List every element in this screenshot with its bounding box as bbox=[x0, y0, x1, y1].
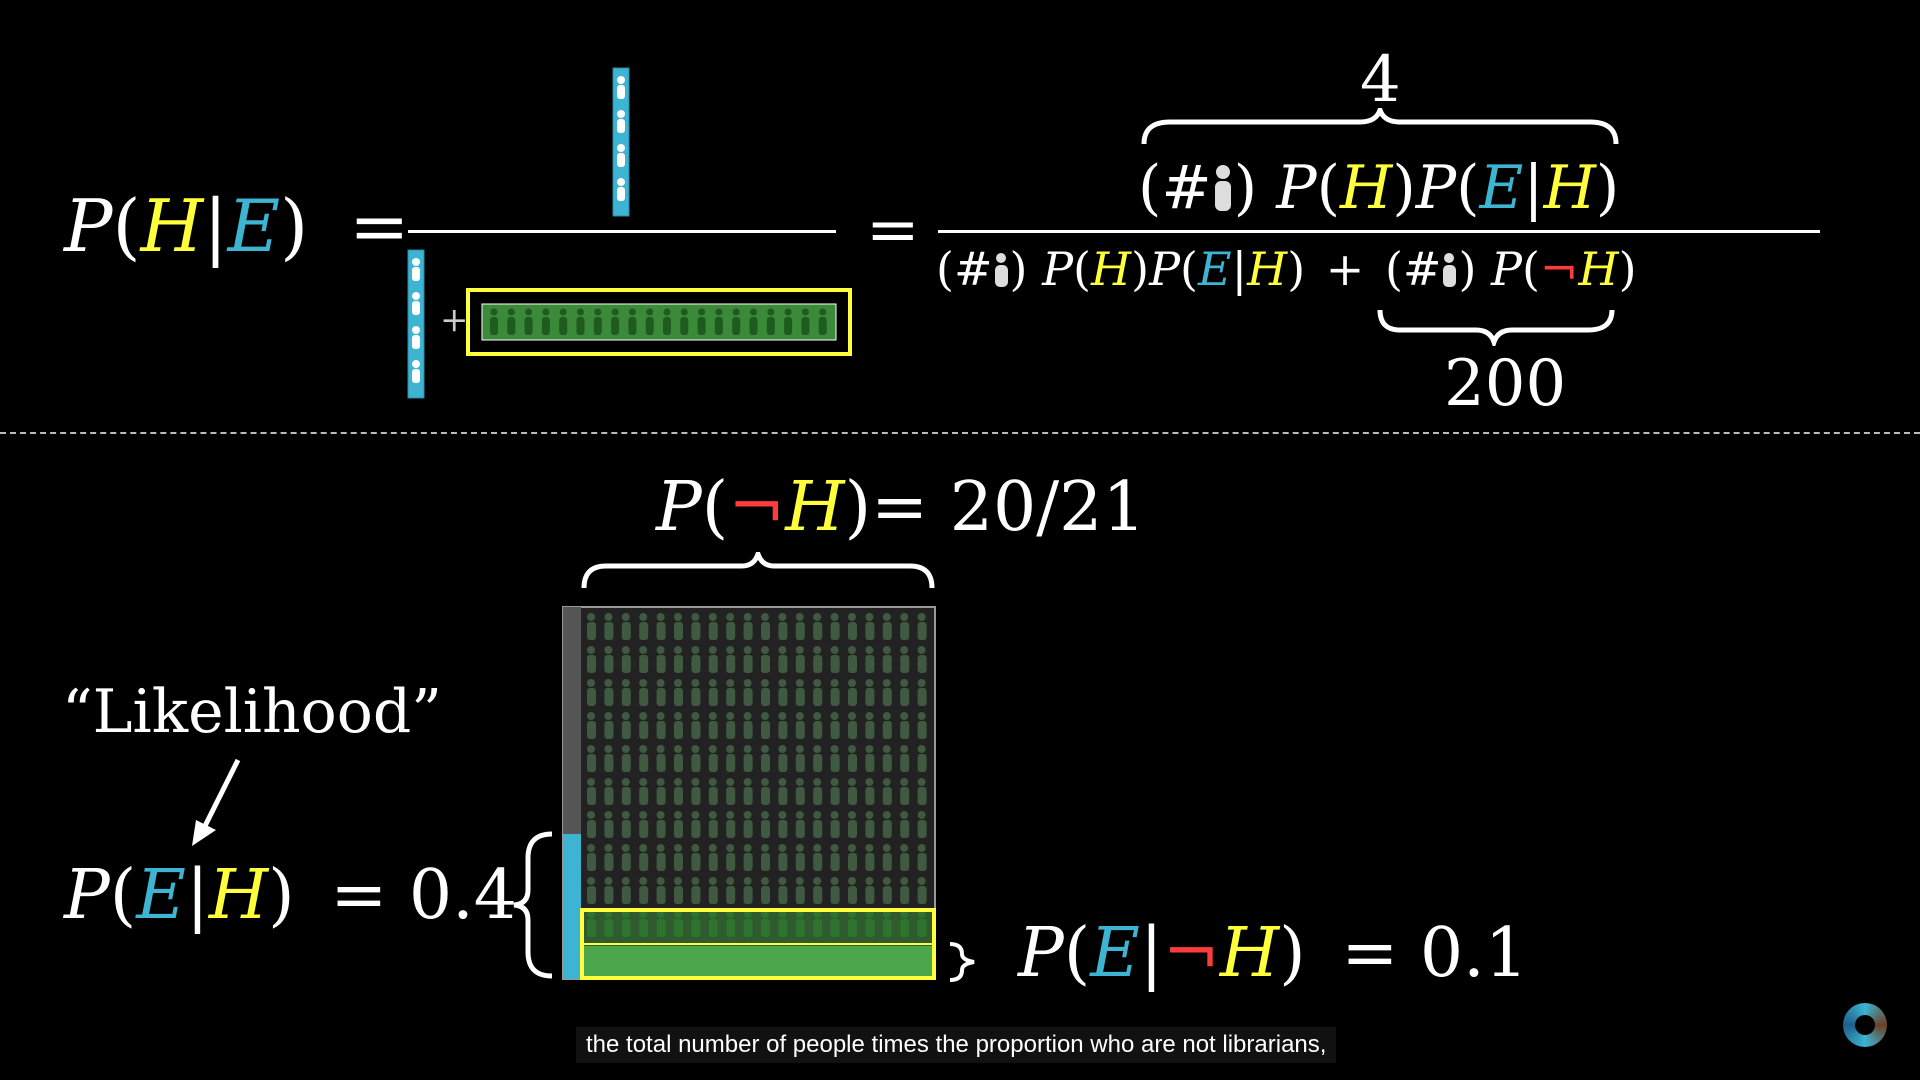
symbol-P: P bbox=[656, 468, 702, 547]
symbol-E: E bbox=[227, 184, 281, 268]
paren: ( bbox=[1316, 153, 1340, 223]
symbol-P: P bbox=[1276, 153, 1317, 223]
symbol-H: H bbox=[1339, 153, 1393, 223]
paren: ) bbox=[1233, 153, 1258, 223]
bar: | bbox=[1523, 153, 1544, 223]
population-grid bbox=[562, 606, 936, 980]
numerator-formula: (#) P(H)P(E|H) bbox=[1138, 158, 1619, 218]
negation: ¬ bbox=[1162, 914, 1220, 993]
paren: ) bbox=[1392, 153, 1416, 223]
symbol-H: H bbox=[1090, 242, 1132, 296]
symbol-E: E bbox=[136, 856, 186, 935]
fraction-line-2 bbox=[938, 230, 1820, 233]
brace-top-value: 4 bbox=[1360, 43, 1401, 117]
symbol-H: H bbox=[785, 468, 845, 547]
paren: ( bbox=[1456, 153, 1480, 223]
value: = 0.4 bbox=[330, 856, 518, 935]
lhs-formula: P(H|E) = bbox=[64, 190, 409, 262]
paren: ) bbox=[1131, 242, 1150, 296]
symbol-P: P bbox=[1042, 242, 1074, 296]
person-icon bbox=[993, 249, 1010, 287]
person-icon bbox=[1441, 249, 1458, 287]
people-fraction-graphic bbox=[407, 67, 852, 399]
symbol-H: H bbox=[1578, 242, 1619, 296]
symbol-P: P bbox=[1415, 153, 1457, 223]
brace-bottom-value: 200 bbox=[1444, 347, 1567, 421]
symbol-H: H bbox=[1543, 153, 1596, 223]
p-not-h-formula: P(¬H)= 20/21 bbox=[656, 474, 1146, 542]
negation: ¬ bbox=[728, 468, 786, 547]
fraction-line-1 bbox=[408, 230, 836, 233]
left-curly-brace bbox=[513, 831, 553, 979]
paren: ( bbox=[1521, 242, 1540, 296]
symbol-E: E bbox=[1479, 153, 1524, 223]
small-plus: + bbox=[440, 300, 469, 340]
paren: ) bbox=[1618, 242, 1637, 296]
negation: ¬ bbox=[1539, 242, 1579, 296]
divider bbox=[0, 432, 1920, 434]
symbol-H: H bbox=[208, 856, 269, 935]
paren: ( bbox=[112, 184, 141, 268]
logo-icon[interactable] bbox=[1843, 1003, 1887, 1047]
bar: | bbox=[203, 184, 228, 268]
symbol-P: P bbox=[64, 856, 110, 935]
person-icon bbox=[617, 76, 625, 201]
paren: ) bbox=[1595, 153, 1620, 223]
paren: ) bbox=[1009, 242, 1028, 296]
paren: ) bbox=[268, 856, 295, 935]
likelihood-label: “Likelihood” bbox=[62, 677, 442, 747]
paren: ( bbox=[1073, 242, 1091, 296]
paren: ) bbox=[1287, 242, 1306, 296]
paren: ( bbox=[1180, 242, 1198, 296]
symbol-P: P bbox=[1149, 242, 1181, 296]
symbol-P: P bbox=[1018, 914, 1064, 993]
bar: | bbox=[185, 856, 209, 935]
symbol-E: E bbox=[1197, 242, 1232, 296]
p-e-given-not-h-formula: P(E|¬H) = 0.1 bbox=[1018, 920, 1528, 988]
plus: + bbox=[1325, 242, 1365, 296]
population-brace bbox=[581, 552, 935, 589]
paren: ( bbox=[109, 856, 137, 935]
symbol-E: E bbox=[1090, 914, 1140, 993]
value: = 20/21 bbox=[871, 468, 1146, 547]
small-right-brace bbox=[949, 942, 975, 982]
hash: (# bbox=[1384, 242, 1442, 296]
p-e-given-h-formula: P(E|H) = 0.4 bbox=[64, 862, 517, 930]
equals: = bbox=[349, 184, 410, 268]
top-brace bbox=[1141, 108, 1619, 145]
person-icon bbox=[1212, 162, 1234, 211]
bar: | bbox=[1231, 242, 1248, 296]
paren: ( bbox=[1063, 914, 1091, 993]
paren: ) bbox=[1458, 242, 1477, 296]
symbol-H: H bbox=[1219, 914, 1280, 993]
symbol-H: H bbox=[1247, 242, 1288, 296]
equals-2: = bbox=[866, 193, 920, 267]
hash: (# bbox=[1138, 153, 1212, 223]
symbol-H: H bbox=[140, 184, 204, 268]
paren: ( bbox=[701, 468, 729, 547]
bar: | bbox=[1139, 914, 1163, 993]
paren: ) bbox=[280, 184, 309, 268]
symbol-P: P bbox=[1491, 242, 1522, 296]
paren: ) bbox=[844, 468, 872, 547]
symbol-P: P bbox=[64, 184, 113, 268]
denominator-formula: (#) P(H)P(E|H) + (#) P(¬H) bbox=[936, 246, 1637, 292]
hash: (# bbox=[936, 242, 993, 296]
value: = 0.1 bbox=[1341, 914, 1529, 993]
subtitle-caption: the total number of people times the pro… bbox=[576, 1027, 1337, 1063]
paren: ) bbox=[1279, 914, 1306, 993]
arrow-icon bbox=[192, 758, 241, 846]
bottom-brace bbox=[1377, 309, 1615, 346]
